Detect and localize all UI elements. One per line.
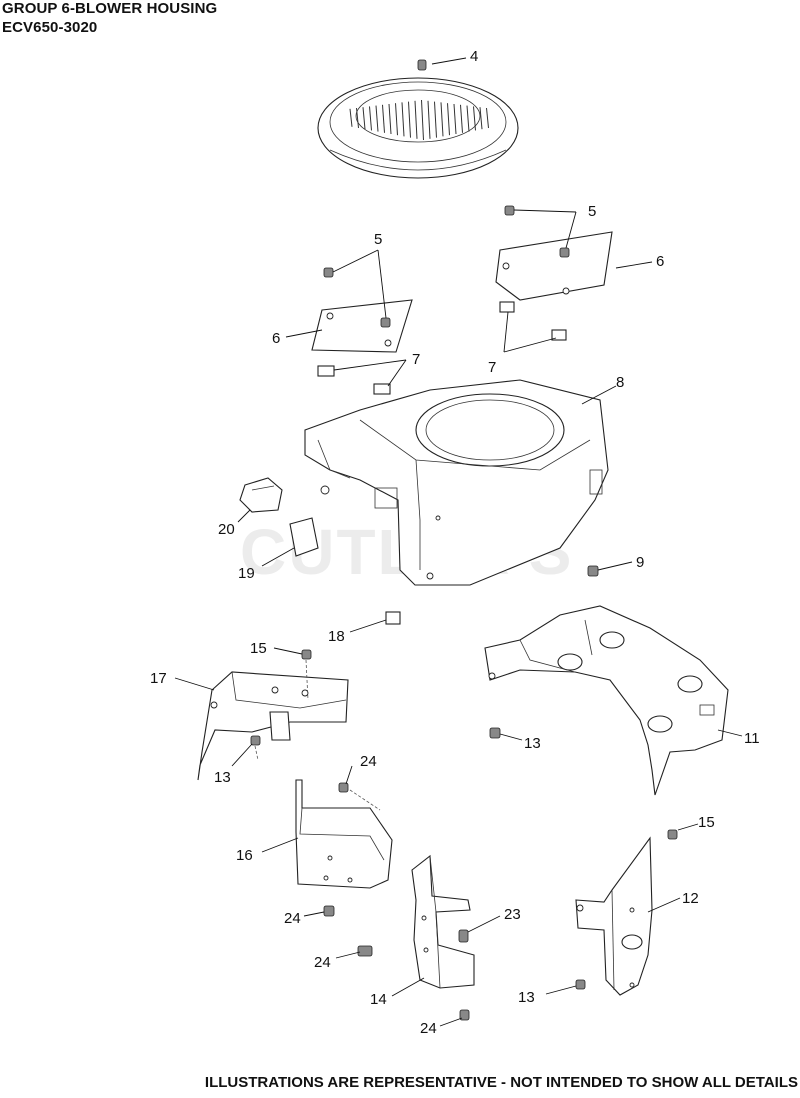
grille-slat [395, 103, 398, 136]
grille-slat [434, 101, 437, 138]
part-17-left-baffle [197, 649, 349, 781]
callout-24-bottom: 24 [420, 1020, 437, 1037]
callout-17: 17 [150, 670, 167, 687]
part-13-screw-a [489, 727, 501, 739]
grille-slat [414, 100, 418, 139]
part-6-right-baffle [495, 205, 613, 341]
grille-slat [427, 100, 431, 139]
grille-slat [466, 105, 470, 132]
grille-slat [401, 102, 405, 137]
callout-14: 14 [370, 991, 387, 1008]
callout-6-right: 6 [656, 253, 664, 270]
grille-slats [349, 99, 489, 141]
callout-12: 12 [682, 890, 699, 907]
callout-6-left: 6 [272, 330, 280, 347]
part-15-screw-b [667, 829, 678, 840]
grille-slat [382, 104, 385, 133]
callout-24-left: 24 [284, 910, 301, 927]
callout-19: 19 [238, 565, 255, 582]
callout-20: 20 [218, 521, 235, 538]
callout-4: 4 [470, 48, 478, 65]
page-title: GROUP 6-BLOWER HOUSING [2, 0, 218, 17]
callout-5-left: 5 [374, 231, 382, 248]
part-9-screw [587, 565, 599, 577]
model-number: ECV650-3020 [2, 19, 98, 36]
part-19-seal [289, 517, 319, 557]
callout-7-left: 7 [412, 351, 420, 368]
grille-slat [408, 101, 411, 138]
part-14-bracket [411, 854, 475, 989]
callout-13-left: 13 [214, 769, 231, 786]
leader-lines [174, 57, 743, 1027]
grille-slat [447, 103, 450, 136]
grille-slat [349, 108, 353, 127]
callout-24-mid: 24 [314, 954, 331, 971]
part-20-grommet [239, 477, 283, 513]
callout-labels: 4 5 5 6 6 7 7 8 9 20 19 18 15 17 13 13 1… [150, 48, 760, 1037]
part-11-right-baffle [484, 605, 729, 796]
callout-23: 23 [504, 906, 521, 923]
grille-slat [356, 107, 359, 129]
grille-slat [479, 107, 483, 130]
grille-slat [388, 103, 392, 135]
callout-5-right: 5 [588, 203, 596, 220]
callout-16: 16 [236, 847, 253, 864]
part-12-bracket [575, 836, 653, 996]
grille-slat [460, 104, 463, 133]
callout-13-mid: 13 [524, 735, 541, 752]
part-8-blower-housing [304, 379, 609, 586]
callout-11: 11 [744, 730, 760, 747]
grille-slat [440, 102, 444, 137]
callout-13-bottom: 13 [518, 989, 535, 1006]
grille-slat [486, 107, 489, 129]
grille-slat [453, 103, 457, 135]
disclaimer-footer: ILLUSTRATIONS ARE REPRESENTATIVE - NOT I… [204, 1074, 798, 1091]
grille-slat [362, 107, 366, 130]
grille-slat [369, 106, 372, 131]
grille-slat [421, 99, 424, 141]
callout-15-right: 15 [698, 814, 715, 831]
callout-15-left: 15 [250, 640, 267, 657]
rotating-screen [317, 77, 519, 179]
part-6-left-baffle [311, 267, 413, 395]
callout-18: 18 [328, 628, 345, 645]
part-23-screw [458, 929, 469, 943]
part-4-screw [417, 59, 427, 71]
part-16-bracket [295, 779, 393, 889]
callout-9: 9 [636, 554, 644, 571]
grille-slat [375, 105, 379, 132]
callout-8: 8 [616, 374, 624, 391]
part-13-screw-c [575, 979, 586, 990]
callout-7-right: 7 [488, 359, 496, 376]
grille-slat [473, 106, 476, 131]
callout-24-top: 24 [360, 753, 377, 770]
part-24-screws [323, 905, 470, 1021]
part-18-clip [385, 611, 401, 625]
